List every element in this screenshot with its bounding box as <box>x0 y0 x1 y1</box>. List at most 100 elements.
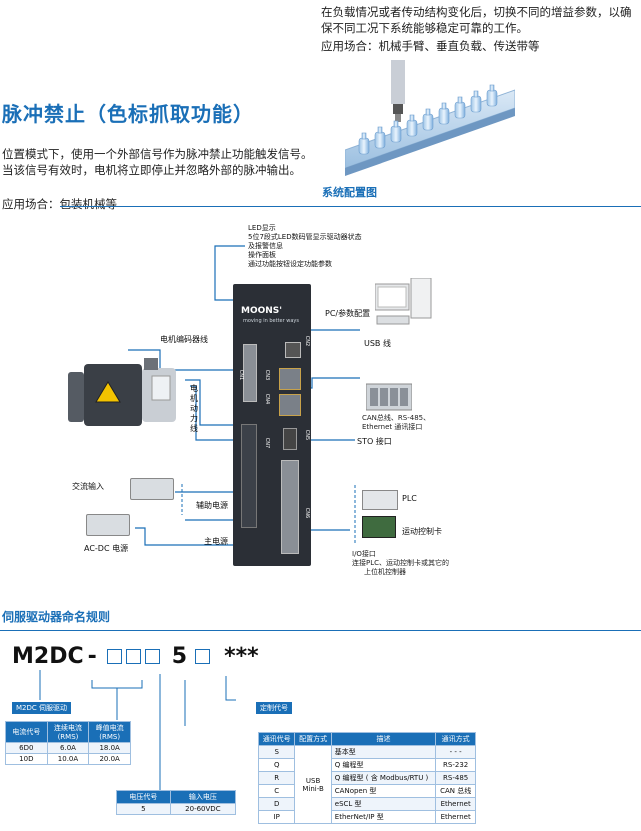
table-header: 电流代号 <box>5 721 48 743</box>
can-bus-label: CAN总线、RS-485、 Ethernet 通讯接口 <box>362 414 430 432</box>
table-row: 5 20-60VDC <box>116 803 237 815</box>
table-cell: 20.0A <box>88 753 131 765</box>
conveyor-illustration <box>344 60 516 180</box>
custom-tag: 定制代号 <box>256 702 292 714</box>
main-power-label: 主电源 <box>204 537 228 546</box>
led-note-line: 及报警信息 <box>248 242 283 250</box>
acdc-power-label: AC-DC 电源 <box>84 544 129 553</box>
table-row: 6D0 6.0A 18.0A <box>5 742 131 754</box>
model-prefix: M2DC <box>12 644 84 669</box>
io-desc-line: 连接PLC、运动控制卡或其它的 <box>352 559 450 567</box>
drive-label-cn7: CN7 <box>264 437 271 449</box>
drive-tagline: moving in better ways <box>243 318 299 324</box>
led-note-line: 操作面板 <box>248 251 276 259</box>
table-cell: 18.0A <box>88 742 131 754</box>
table-cell: 5 <box>116 803 171 815</box>
table-cell: - - - <box>435 745 476 759</box>
model-dash: - <box>87 644 97 669</box>
connection-lines <box>128 245 360 546</box>
io-label: I/O接口 连接PLC、运动控制卡或其它的 上位机控制器 <box>352 550 449 577</box>
pulse-inhibit-title: 脉冲禁止（色标抓取功能） <box>2 102 254 126</box>
pc-config-label: PC/参数配置 <box>325 309 371 318</box>
servo-motor <box>68 358 186 432</box>
ac-input-label: 交流输入 <box>72 482 104 491</box>
table-cell: IP <box>257 810 296 824</box>
led-note-line: 5位7段式LED数码管显示驱动器状态 <box>248 233 362 241</box>
drive-label-cn6: CN6 <box>304 507 311 519</box>
current-table: 电流代号 连续电流 (RMS) 峰值电流 (RMS) 6D0 6.0A 18.0… <box>5 721 131 765</box>
drive-label-cn2: CN2 <box>304 335 311 347</box>
drive-label-cn3: CN3 <box>264 369 271 381</box>
table-cell: S <box>257 745 296 759</box>
table-cell: D <box>257 797 296 811</box>
table-cell: 6.0A <box>46 742 90 754</box>
table-cell: eSCL 型 <box>330 797 437 811</box>
table-cell: 10D <box>5 753 48 765</box>
power-terminals <box>241 424 257 528</box>
table-cell: R <box>257 771 296 785</box>
naming-brackets <box>39 670 236 790</box>
comm-table: 通讯代号 配置方式 描述 通讯方式 S USB Mini-B 基本型 - - -… <box>257 732 476 824</box>
table-header: 峰值电流 (RMS) <box>88 721 131 743</box>
motor-power-cable-label: 电机动力线 <box>190 384 198 433</box>
drive-label-cn1: CN1 <box>238 369 245 381</box>
pulse-inhibit-text: 位置模式下，使用一个外部信号作为脉冲禁止功能触发信号。当该信号有效时，电机将立即… <box>2 147 313 177</box>
plc-label: PLC <box>402 494 417 503</box>
table-row: R Q 编程型 ( 含 Modbus/RTU ) RS-485 <box>257 771 476 785</box>
ethernet-line: Ethernet 通讯接口 <box>362 423 423 431</box>
cn6-connector <box>281 460 299 554</box>
table-row: 10D 10.0A 20.0A <box>5 753 131 765</box>
intro-application: 应用场合：机械手臂、垂直负载、传送带等 <box>321 39 540 53</box>
table-header: 输入电压 <box>169 790 237 804</box>
table-cell: Q 编程型 ( 含 Modbus/RTU ) <box>330 771 437 785</box>
table-row: D eSCL 型 Ethernet <box>257 797 476 811</box>
plc-device <box>362 490 398 510</box>
voltage-table: 电压代号 输入电压 5 20-60VDC <box>116 790 237 815</box>
led-note: LED显示 5位7段式LED数码管显示驱动器状态 及报警信息 操作面板 通过功能… <box>248 224 362 269</box>
table-cell: CANopen 型 <box>330 784 437 798</box>
model-code: M2DC - 5 *** <box>12 644 259 669</box>
aux-power-supply <box>130 478 174 500</box>
motor-encoder-cable-label: 电机编码器线 <box>160 335 208 344</box>
table-cell: Ethernet <box>435 797 476 811</box>
voltage-code: 5 <box>171 644 188 669</box>
table-cell: RS-232 <box>435 758 476 772</box>
io-desc-line: 上位机控制器 <box>364 568 406 576</box>
usb-cable-label: USB 线 <box>364 339 391 348</box>
table-header: 电压代号 <box>116 790 171 804</box>
series-tag: M2DC 伺服驱动 <box>12 702 71 714</box>
motion-card-device <box>362 516 396 538</box>
table-cell: C <box>257 784 296 798</box>
cn3-connector <box>279 368 301 390</box>
cn1-connector <box>243 344 257 402</box>
table-header: 连续电流 (RMS) <box>46 721 90 743</box>
table-cell: Q 编程型 <box>330 758 437 772</box>
table-cell: 20-60VDC <box>169 803 237 815</box>
io-interface-line: I/O接口 <box>352 550 376 558</box>
table-row: IP EtherNet/IP 型 Ethernet <box>257 810 476 824</box>
current-code-box <box>106 649 122 664</box>
intro-text: 在负载情况或者传动结构变化后，切换不同的增益参数，以确保不同工况下系统能够稳定可… <box>321 5 632 35</box>
table-cell: 基本型 <box>330 745 437 759</box>
cn4-connector <box>279 394 301 416</box>
cn5-connector <box>283 428 297 450</box>
cn2-connector <box>285 342 301 358</box>
pulse-inhibit-application: 应用场合：包装机械等 <box>2 197 117 211</box>
aux-power-label: 辅助电源 <box>196 501 228 510</box>
system-config-caption: 系统配置图 <box>322 186 377 199</box>
acdc-power-supply <box>86 514 130 536</box>
table-header: 通讯方式 <box>435 732 476 746</box>
pc-computer <box>374 277 433 328</box>
naming-divider <box>0 630 641 631</box>
led-note-line: LED显示 <box>248 224 276 232</box>
table-row: Q Q 编程型 RS-232 <box>257 758 476 772</box>
table-header: 通讯代号 <box>257 732 296 746</box>
current-code-box <box>125 649 141 664</box>
table-header-row: 电流代号 连续电流 (RMS) 峰值电流 (RMS) <box>5 721 131 743</box>
sto-label: STO 接口 <box>357 437 392 446</box>
table-header: 描述 <box>330 732 437 746</box>
table-header-row: 通讯代号 配置方式 描述 通讯方式 <box>257 732 476 746</box>
servo-drive: MOONS' moving in better ways <box>233 284 311 566</box>
table-cell: CAN 总线 <box>435 784 476 798</box>
table-cell: 6D0 <box>5 742 48 754</box>
